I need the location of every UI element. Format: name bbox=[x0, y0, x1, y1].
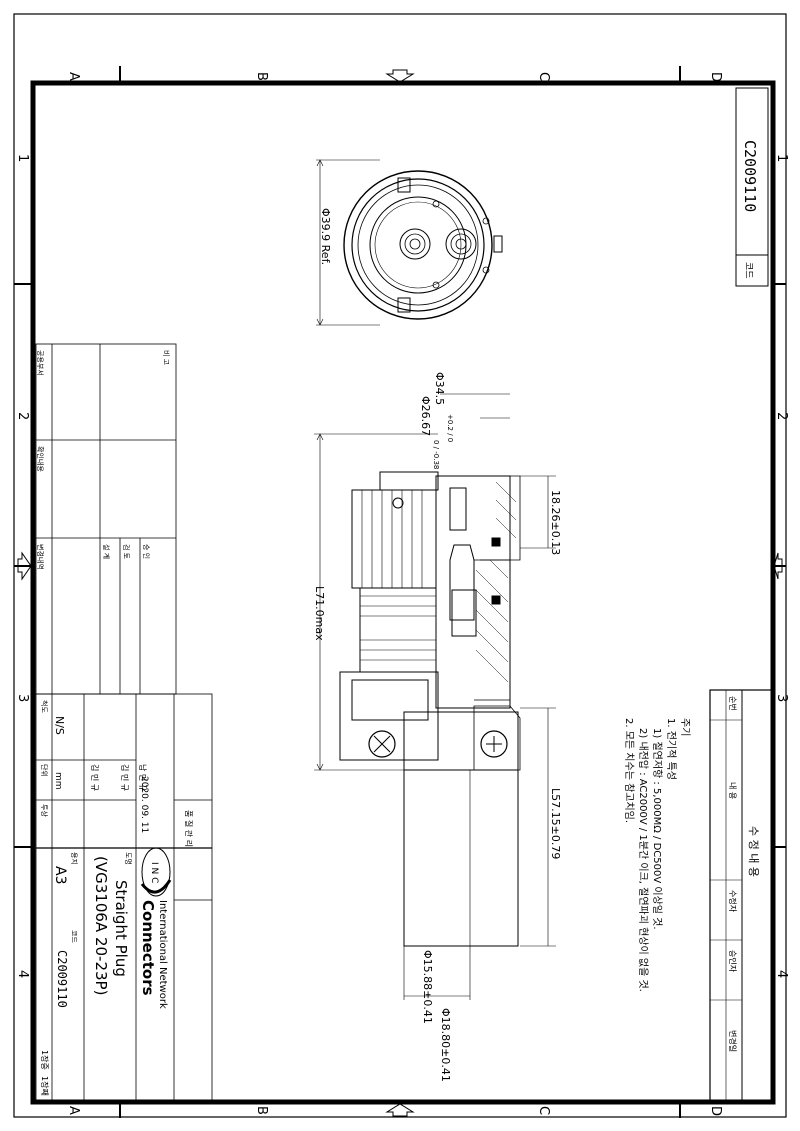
title-block bbox=[35, 693, 213, 1103]
revision-table bbox=[709, 689, 773, 1103]
inner-frame bbox=[30, 80, 776, 1105]
department: 품 질 관 리 bbox=[184, 810, 194, 847]
dim-overall-length: L71.0max bbox=[313, 586, 326, 641]
note-item-4: 2. 모든 치수는 참고치임. bbox=[623, 718, 636, 823]
projection-label: 투상 bbox=[40, 804, 49, 817]
dim-front-diameter: Φ39.9 Ref. bbox=[319, 208, 332, 265]
dim-shell-d2-tol: 0 / -0.38 bbox=[432, 440, 440, 469]
zone-letter-c-bottom: C bbox=[536, 1106, 551, 1115]
approval-header-3: 변경내역 bbox=[36, 544, 45, 570]
zone-number-3-right: 3 bbox=[774, 694, 789, 702]
unit-label: 단위 bbox=[40, 764, 49, 777]
approval-bottom-label: 비 고 bbox=[162, 350, 171, 366]
dimension-lines bbox=[314, 393, 556, 1000]
centering-arrow-top bbox=[385, 69, 415, 83]
zone-number-4-left: 4 bbox=[15, 970, 30, 978]
note-item-3: 2) 내전압 : AC2000V / 1분간 이크, 절연파괴 현상이 없을 것… bbox=[637, 728, 650, 992]
zone-number-2-left: 2 bbox=[15, 412, 30, 420]
revision-col-approver: 승인자 bbox=[728, 950, 738, 973]
dim-sleeve-od: Φ18.80±0.41 bbox=[439, 1008, 452, 1082]
title-label: 도명 bbox=[124, 852, 133, 865]
zone-number-1-left: 1 bbox=[15, 154, 30, 162]
drawing-date: 2020. 09. 11 bbox=[139, 776, 149, 833]
zone-letter-b-bottom: B bbox=[254, 1106, 269, 1115]
zone-letter-b-top: B bbox=[254, 72, 269, 81]
zone-number-4-right: 4 bbox=[774, 970, 789, 978]
dim-flange: 18.26±0.13 bbox=[549, 490, 562, 555]
company-line2: Connectors bbox=[139, 900, 157, 996]
size-label: 용지 bbox=[70, 852, 79, 865]
revision-col-date: 변경일 bbox=[728, 1030, 738, 1052]
company-line1: International Network bbox=[157, 900, 168, 1009]
zone-letter-d-top: D bbox=[708, 72, 723, 82]
logo-letters: I N C bbox=[149, 862, 159, 883]
dim-shell-d1-tol: +0.2 / 0 bbox=[446, 414, 454, 442]
zone-numbers: 1 2 3 4 1 2 3 4 bbox=[15, 154, 789, 978]
approval-table bbox=[35, 343, 177, 695]
side-view bbox=[339, 471, 521, 947]
front-view bbox=[316, 159, 503, 326]
code-box-value: C2009110 bbox=[741, 140, 759, 212]
code-value: C2009110 bbox=[55, 950, 69, 1008]
product-line2: (VG3106A 20-23P) bbox=[92, 856, 110, 995]
dim-shell-d2: Φ26.67 bbox=[419, 396, 432, 436]
size-value: A3 bbox=[52, 866, 68, 884]
zone-number-2-right: 2 bbox=[774, 412, 789, 420]
dim-shell-d1: Φ34.5 bbox=[433, 372, 446, 405]
zone-letters: A B C D A B C D bbox=[66, 72, 723, 1116]
checked-by: 김 민 규 bbox=[120, 764, 130, 791]
revision-title: 수 정 내 용 bbox=[747, 826, 760, 877]
zone-letter-d-bottom: D bbox=[708, 1106, 723, 1116]
approval-row-3: 승 인 bbox=[142, 544, 151, 559]
zone-letter-a-bottom: A bbox=[66, 1106, 81, 1115]
zone-letter-c-top: C bbox=[536, 72, 551, 81]
approval-row-2: 검 토 bbox=[122, 544, 130, 560]
scale-value: N/S bbox=[53, 716, 66, 735]
centering-arrow-bottom bbox=[385, 1103, 415, 1117]
sheet-count: 1장중 bbox=[40, 1050, 50, 1070]
zone-number-3-left: 3 bbox=[15, 694, 30, 702]
product-line1: Straight Plug bbox=[112, 880, 130, 977]
approval-header-2: 확인내용 bbox=[36, 446, 45, 472]
notes-heading: 주기 bbox=[679, 718, 691, 736]
note-item-1: 1. 전기적 특성 bbox=[665, 718, 677, 780]
approval-row-1: 설 계 bbox=[102, 544, 111, 559]
revision-col-no: 순번 bbox=[728, 696, 737, 711]
revision-col-editor: 수정자 bbox=[728, 890, 738, 913]
code-box: C2009110 코드 bbox=[735, 87, 769, 287]
zone-ticks-top bbox=[14, 66, 786, 1118]
zone-number-1-right: 1 bbox=[774, 154, 789, 162]
notes-block: 주기 1. 전기적 특성 1) 절연저항 : 5,000MΩ / DC500V … bbox=[623, 718, 691, 992]
zone-letter-a-top: A bbox=[66, 72, 81, 81]
sheet-of: 1장째 bbox=[40, 1076, 50, 1096]
approval-header-1: 공용부서 bbox=[36, 350, 45, 376]
company-logo: I N C bbox=[140, 847, 172, 897]
dim-sleeve-length: L57.15±0.79 bbox=[549, 788, 562, 859]
dim-sleeve-id: Φ15.88±0.41 bbox=[421, 950, 434, 1024]
centering-arrow-right bbox=[773, 552, 783, 580]
drawn-by: 김 민 규 bbox=[90, 764, 100, 791]
revision-col-content: 내 용 bbox=[728, 782, 737, 799]
note-item-2: 1) 절연저항 : 5,000MΩ / DC500V 이상일 것. bbox=[651, 728, 664, 930]
scale-label: 척도 bbox=[40, 700, 48, 713]
code-label: 코드 bbox=[70, 930, 78, 943]
unit-value: mm bbox=[53, 772, 63, 790]
code-box-label: 코드 bbox=[743, 262, 753, 279]
centering-arrow-left bbox=[17, 551, 32, 581]
approved-by: 남 민 규 bbox=[138, 764, 148, 791]
